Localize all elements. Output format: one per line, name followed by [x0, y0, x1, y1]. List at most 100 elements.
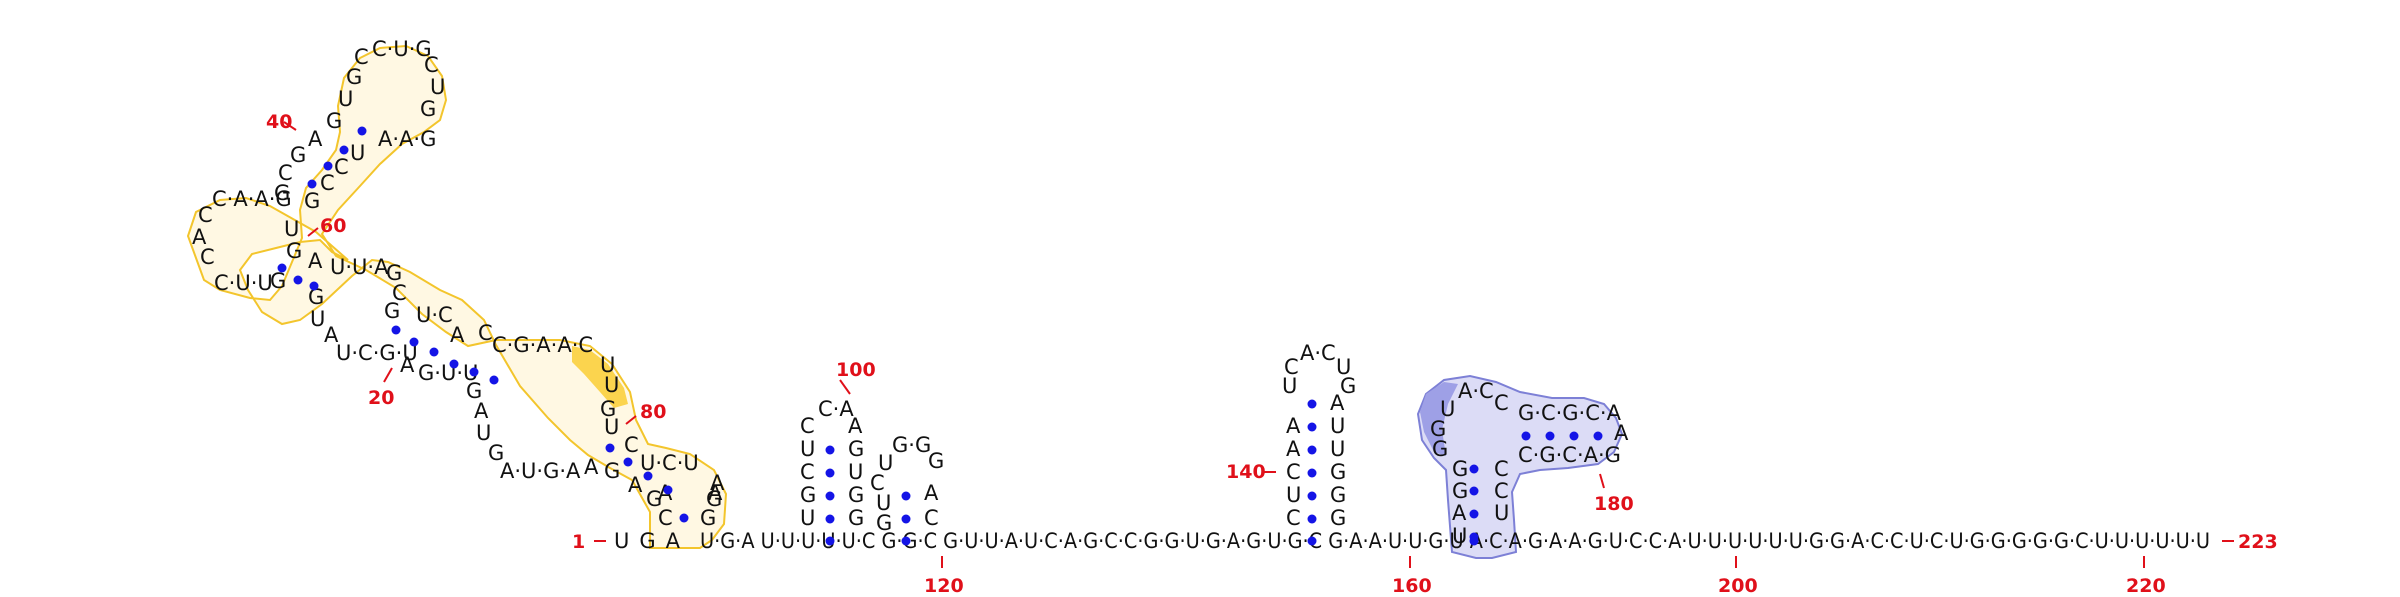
svg-text:G·G: G·G	[892, 433, 931, 457]
svg-text:C·A: C·A	[818, 397, 854, 421]
svg-text:C: C	[334, 155, 349, 179]
position-number: 1	[572, 531, 585, 553]
svg-text:G: G	[1430, 417, 1446, 441]
svg-text:C: C	[198, 203, 213, 227]
svg-text:G: G	[346, 65, 362, 89]
svg-text:G: G	[308, 285, 324, 309]
backbone-bottom-line: U·G·A U·U·U·U·U·C G·G·C G·U·U·A·U·C·A·G·…	[700, 529, 2210, 553]
svg-text:G: G	[1330, 460, 1346, 484]
position-number: 120	[924, 575, 964, 597]
svg-text:C: C	[658, 506, 673, 530]
yellow-domain-highlight	[186, 44, 728, 549]
svg-text:C: C	[800, 460, 815, 484]
svg-text:A: A	[1614, 421, 1629, 445]
svg-text:G: G	[700, 506, 716, 530]
position-number: 20	[368, 387, 394, 409]
svg-text:G: G	[600, 397, 616, 421]
svg-text:U: U	[600, 353, 615, 377]
position-number: 220	[2126, 575, 2166, 597]
svg-text:U: U	[1282, 374, 1297, 398]
svg-text:G: G	[646, 487, 662, 511]
svg-text:A: A	[324, 323, 339, 347]
svg-text:U: U	[848, 460, 863, 484]
position-number: 40	[266, 111, 292, 133]
svg-text:G: G	[326, 109, 342, 133]
blue-domain-highlight	[1416, 374, 1624, 559]
svg-text:A·U·G·A: A·U·G·A	[500, 459, 581, 483]
svg-text:U: U	[350, 141, 365, 165]
svg-text:C: C	[354, 45, 369, 69]
position-number: 80	[640, 401, 666, 423]
svg-text:C: C	[800, 414, 815, 438]
svg-text:G: G	[1452, 479, 1468, 503]
svg-text:U: U	[476, 421, 491, 445]
svg-text:A: A	[474, 399, 489, 423]
svg-text:U: U	[1330, 437, 1345, 461]
bottom-pair-dots	[825, 536, 1479, 546]
svg-text:U: U	[800, 506, 815, 530]
svg-text:A: A	[1286, 437, 1301, 461]
svg-text:G: G	[384, 299, 400, 323]
svg-text:A: A	[584, 455, 599, 479]
yellow-domain-strong-region	[572, 346, 628, 408]
svg-text:G: G	[488, 441, 504, 465]
svg-text:C: C	[1494, 479, 1509, 503]
svg-text:U: U	[604, 415, 619, 439]
svg-text:G: G	[270, 269, 286, 293]
svg-text:A: A	[400, 353, 415, 377]
position-number: 100	[836, 359, 876, 381]
svg-text:U·C·G·U: U·C·G·U	[336, 341, 418, 365]
svg-text:C: C	[392, 281, 407, 305]
hairpin-140: C U C A A U C A·C U G A U U G G G	[1282, 341, 1356, 530]
svg-text:C·G·A·A·C: C·G·A·A·C	[492, 333, 593, 357]
svg-text:U: U	[878, 451, 893, 475]
blue-domain-strong-region	[1420, 382, 1458, 456]
position-number: 60	[320, 215, 346, 237]
svg-text:C: C	[478, 321, 493, 345]
svg-text:C: C	[1494, 457, 1509, 481]
yellow-domain-outline	[186, 44, 728, 549]
svg-text:A: A	[710, 471, 725, 495]
svg-text:U: U	[1286, 483, 1301, 507]
svg-text:C·U·U: C·U·U	[214, 271, 273, 295]
svg-text:U·C·U: U·C·U	[640, 451, 699, 475]
svg-text:A: A	[628, 473, 643, 497]
svg-text:U: U	[310, 307, 325, 331]
svg-text:C: C	[200, 245, 215, 269]
svg-text:A: A	[848, 414, 863, 438]
position-number: 180	[1594, 493, 1634, 515]
position-numbers: 1 20 40 60 80 100 120 140 160 180 200 22…	[266, 111, 2278, 597]
svg-text:C·A·A·G: C·A·A·G	[212, 187, 292, 211]
svg-text:G: G	[848, 483, 864, 507]
svg-text:C: C	[1284, 355, 1299, 379]
svg-text:U: U	[284, 217, 299, 241]
blue-domain-outline	[1416, 374, 1624, 559]
position-ticks	[283, 121, 2234, 568]
svg-text:U: U	[430, 75, 445, 99]
svg-text:U: U	[338, 87, 353, 111]
svg-text:G: G	[304, 189, 320, 213]
svg-text:A·C: A·C	[1300, 341, 1336, 365]
svg-text:C: C	[278, 161, 293, 185]
svg-text:C: C	[624, 433, 639, 457]
svg-text:A: A	[1452, 501, 1467, 525]
svg-text:C: C	[1286, 506, 1301, 530]
svg-text:U: U	[1440, 397, 1455, 421]
svg-text:U: U	[800, 437, 815, 461]
svg-text:G: G	[1330, 483, 1346, 507]
blue-domain-nucleotides: U G G G G A U A·C C C C U G·C·G·C·A C·G·…	[1430, 379, 1629, 548]
svg-text:A: A	[708, 481, 723, 505]
svg-text:A: A	[450, 323, 465, 347]
svg-text:A: A	[924, 481, 939, 505]
svg-text:C: C	[870, 471, 885, 495]
svg-text:U: U	[1330, 414, 1345, 438]
svg-text:G: G	[1432, 437, 1448, 461]
svg-text:U·U·A: U·U·A	[330, 255, 389, 279]
svg-text:U: U	[1494, 501, 1509, 525]
svg-text:G: G	[286, 239, 302, 263]
svg-text:G: G	[1452, 457, 1468, 481]
svg-text:C: C	[1494, 391, 1509, 415]
svg-text:A·C: A·C	[1458, 379, 1494, 403]
svg-text:A: A	[308, 249, 323, 273]
svg-text:G: G	[876, 511, 892, 535]
